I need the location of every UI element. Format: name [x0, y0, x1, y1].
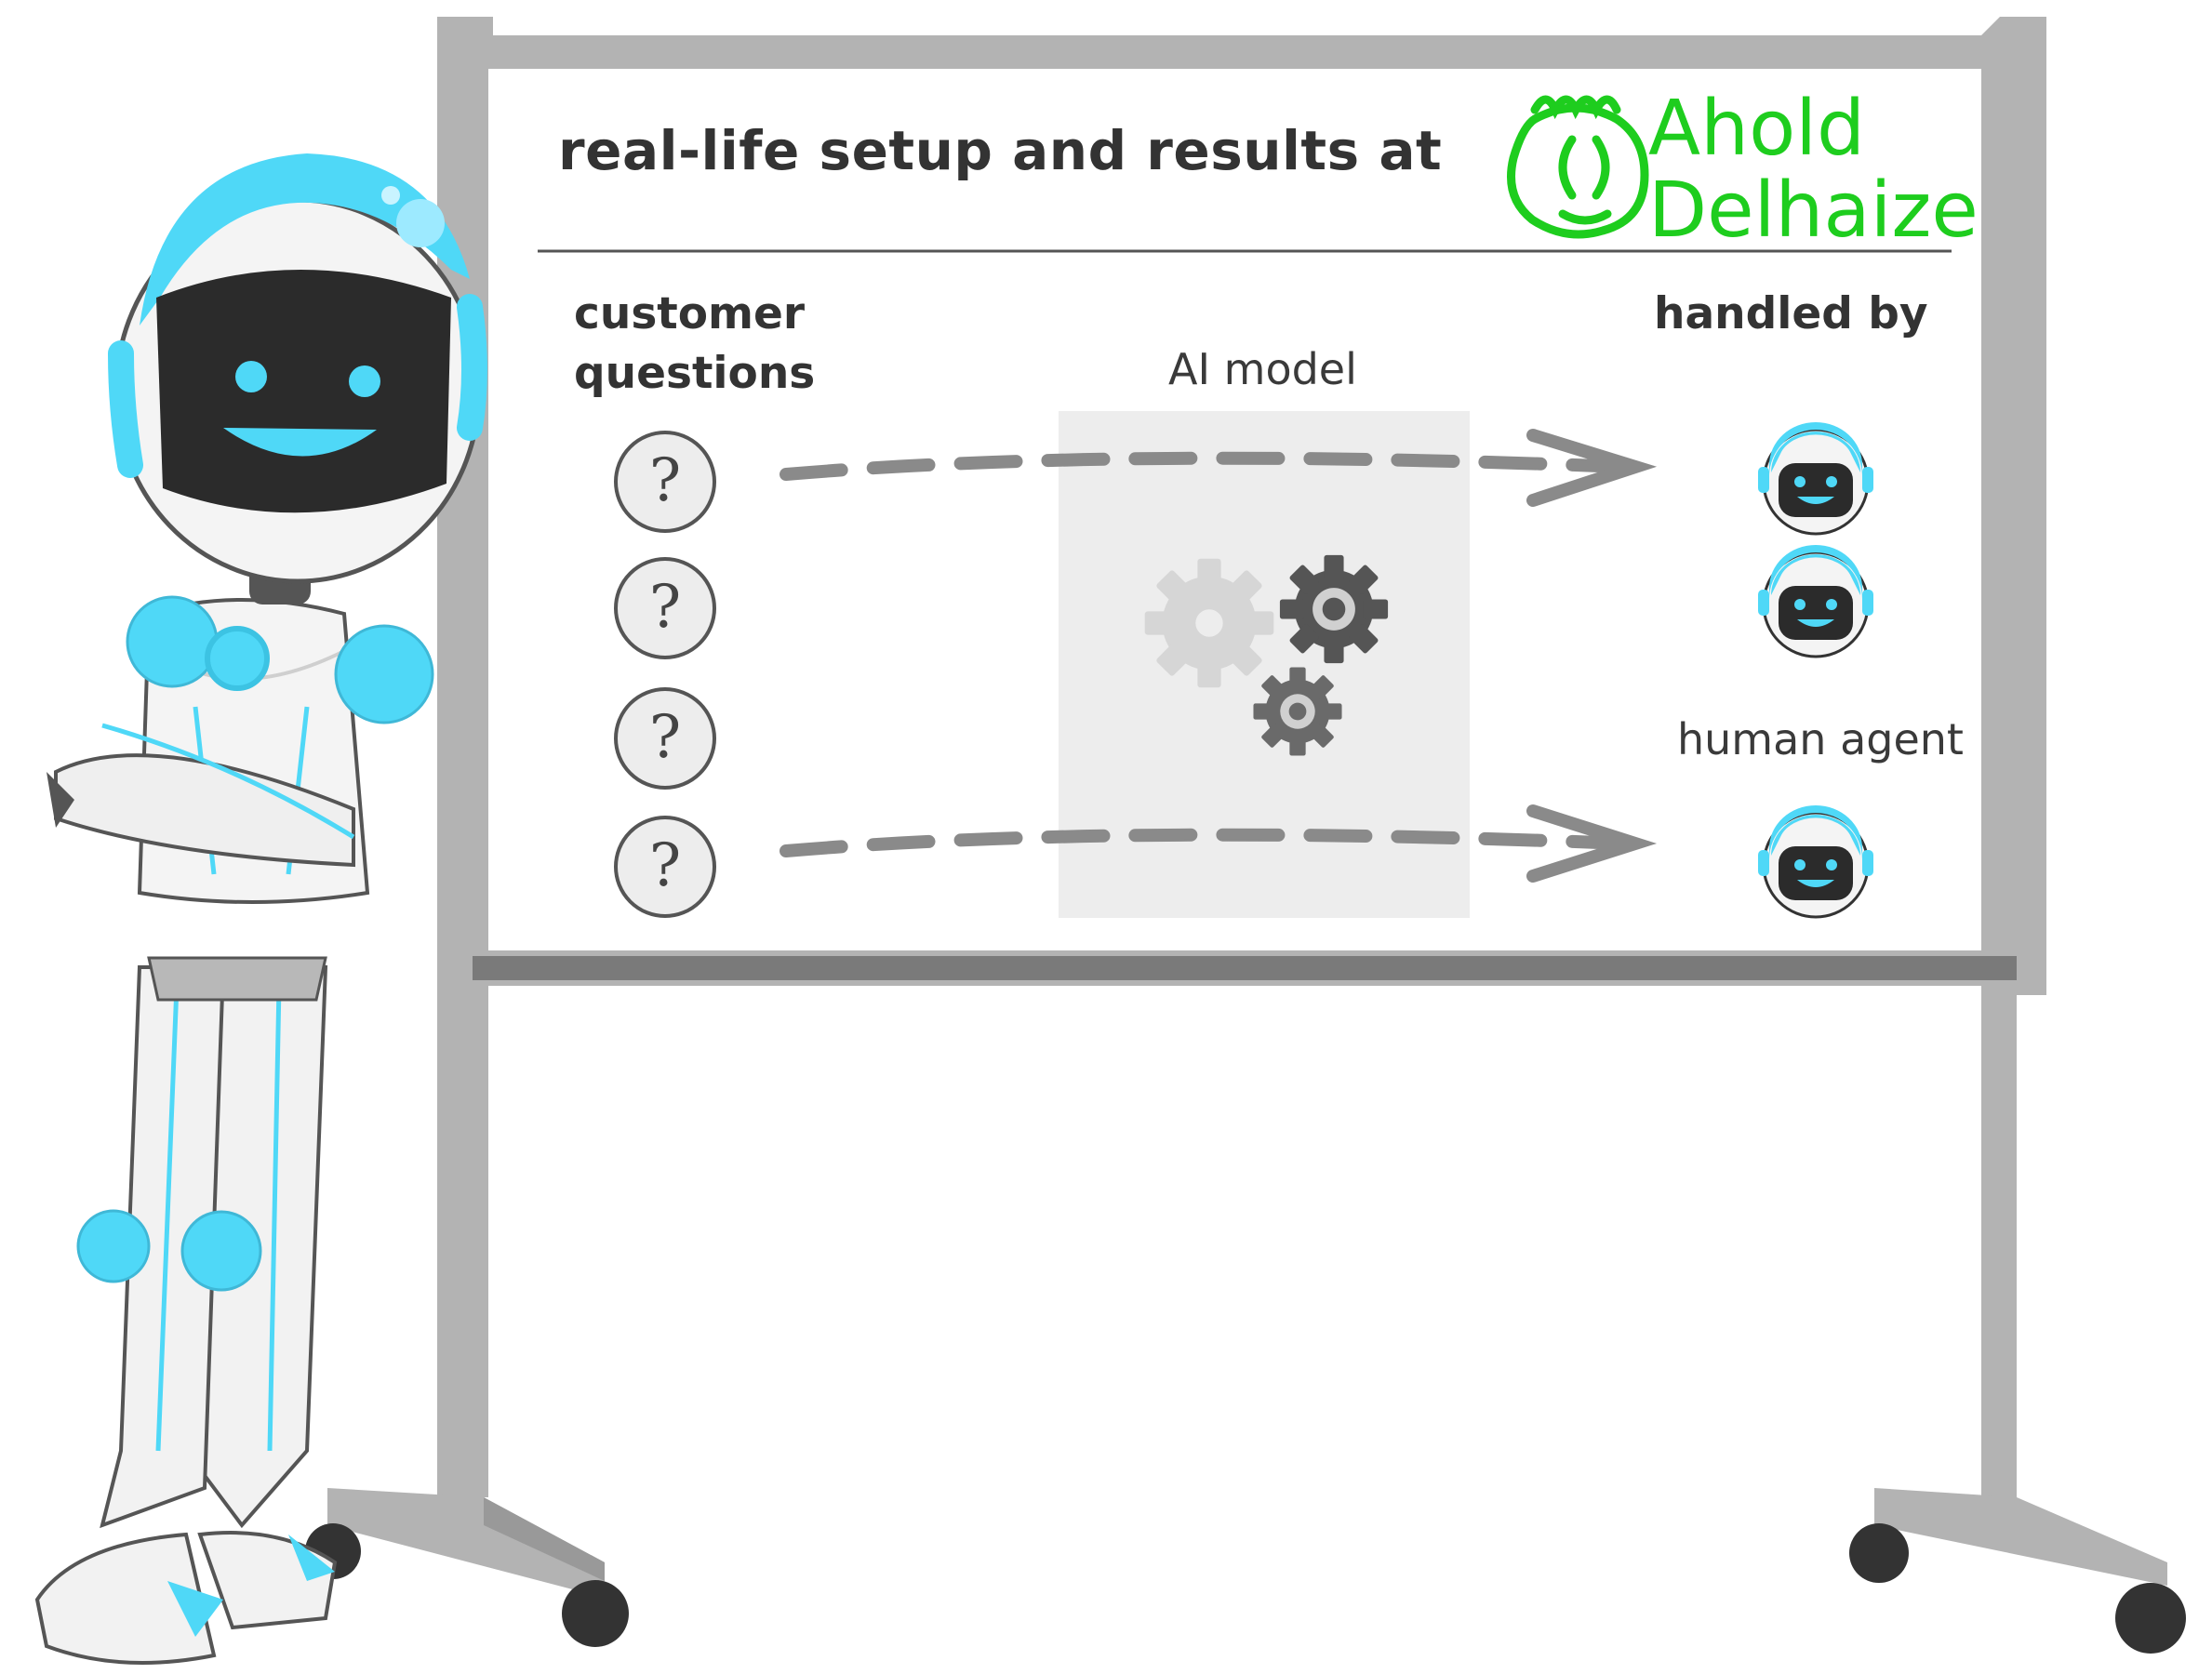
board-title: real-life setup and results at: [558, 119, 1443, 182]
ai-model-label: AI model: [1168, 344, 1357, 394]
question-circle-3: [614, 687, 716, 790]
robot-mascot: [34, 153, 487, 1665]
human-agent-label: human agent: [1677, 714, 1964, 764]
gear-medium-icon: [1253, 667, 1342, 756]
arrow-ai-handled: [780, 429, 1658, 507]
brand-name-line2: Delhaize: [1648, 166, 1979, 255]
question-mark-icon: ?: [648, 446, 682, 515]
handled-by-header: handled by: [1654, 288, 1928, 339]
wheel-icon: [2115, 1583, 2186, 1654]
gear-light-icon: [1144, 558, 1274, 688]
question-mark-icon: ?: [648, 573, 682, 642]
board-stand-right: [1849, 1488, 2186, 1654]
wheel-icon: [1849, 1523, 1909, 1583]
question-mark-icon: ?: [648, 831, 682, 900]
header-line: customer: [574, 288, 806, 339]
gear-dark-icon: [1279, 554, 1389, 664]
question-circle-2: [614, 557, 716, 659]
arrow-human-handled: [780, 804, 1658, 883]
question-circle-4: [614, 816, 716, 918]
customer-questions-header: customer questions: [574, 285, 815, 404]
question-mark-icon: ?: [648, 703, 682, 772]
wheel-icon: [562, 1580, 629, 1647]
header-line: questions: [574, 348, 816, 399]
lion-emblem-icon: [1507, 95, 1649, 239]
board-stand-left: [305, 1488, 629, 1647]
brand-name-line1: Ahold: [1648, 85, 1866, 173]
question-circle-1: [614, 431, 716, 533]
